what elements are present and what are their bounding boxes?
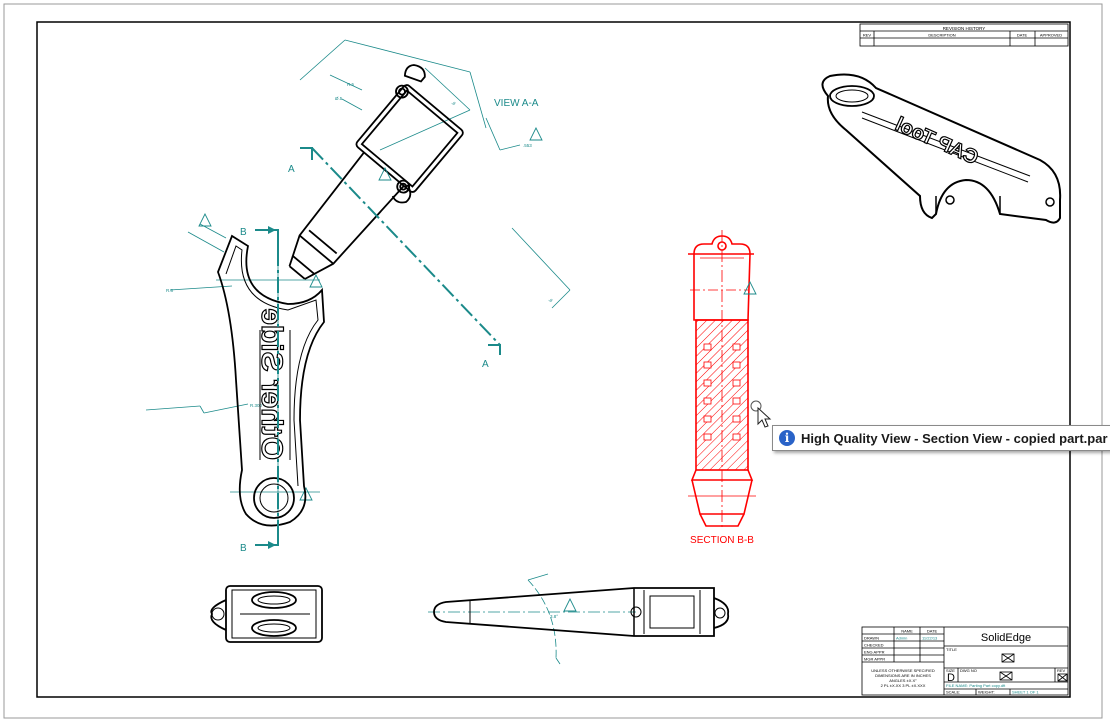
- tb-tolerance-4: 2 PL ±X.XX 3 PL ±X.XXX: [881, 683, 926, 688]
- tb-scale-label: SCALE:: [946, 690, 960, 695]
- tb-size-value: D: [947, 672, 955, 684]
- left-view[interactable]: R.8 R.300 Other Side B B: [145, 212, 325, 554]
- svg-text:3.8°: 3.8°: [550, 614, 558, 619]
- revision-history-table: [859, 23, 1069, 47]
- emboss-text-left: Other Side: [255, 308, 288, 460]
- tb-file-name: FILE NAME: Parting Part copy.dft: [946, 683, 1006, 688]
- view-a-a-label: VIEW A-A: [494, 98, 539, 109]
- tb-weight-label: WEIGHT:: [978, 690, 995, 695]
- svg-text:.553: .553: [523, 143, 532, 148]
- tb-drawn: DRAWN: [864, 636, 879, 641]
- cut-b-top-label: B: [240, 227, 247, 238]
- drawing-frame: [36, 21, 1071, 698]
- hover-tooltip: i High Quality View - Section View - cop…: [772, 425, 1110, 451]
- tb-name-header: NAME: [901, 629, 913, 634]
- bottom-long-view[interactable]: 3.8°: [428, 573, 730, 665]
- mouse-pointer-icon: [750, 400, 772, 428]
- svg-text:.8: .8: [547, 297, 553, 304]
- tb-tolerance-2: DIMENSIONS ARE IN INCHES: [875, 673, 931, 678]
- description-header: DESCRIPTION: [928, 33, 955, 38]
- tb-rev-label: REV: [1057, 668, 1066, 673]
- section-b-b-view[interactable]: SECTION B-B: [688, 230, 757, 546]
- cut-a-bottom-label: A: [482, 359, 489, 370]
- cut-b-bottom-label: B: [240, 543, 247, 554]
- cut-a-top-label: A: [288, 164, 295, 175]
- tb-eng-appr: ENG APPR: [864, 650, 885, 655]
- info-icon: i: [779, 430, 795, 446]
- tb-mgr-appr: MGR APPR: [864, 657, 885, 662]
- tb-checked: CHECKED: [864, 643, 884, 648]
- tb-sheet-label: SHEET 1 OF 1: [1012, 690, 1039, 695]
- view-a-a[interactable]: VIEW A-A R.5 Ø.5 .553 .8 .8: [261, 39, 571, 370]
- svg-text:.8: .8: [450, 100, 456, 107]
- approved-header: APPROVED: [1040, 33, 1062, 38]
- tb-title-label: TITLE: [946, 647, 957, 652]
- svg-text:R.300: R.300: [250, 403, 263, 408]
- rev-header: REV: [863, 33, 872, 38]
- tb-tolerance-1: UNLESS OTHERWISE SPECIFIED: [871, 668, 935, 673]
- svg-text:Ø.5: Ø.5: [335, 96, 343, 101]
- date-header: DATE: [1017, 33, 1028, 38]
- end-view[interactable]: [210, 585, 323, 643]
- tb-company-name: SolidEdge: [981, 632, 1031, 644]
- tb-date-header: DATE: [927, 629, 938, 634]
- tb-dwg-label: DWG NO: [960, 668, 977, 673]
- tooltip-text: High Quality View - Section View - copie…: [801, 430, 1108, 446]
- revision-history-title: REVISION HISTORY: [943, 26, 986, 31]
- tb-tolerance-3: ANGLES ±X.X°: [889, 678, 917, 683]
- tb-drawn-date: 11/22/13: [922, 636, 938, 641]
- svg-text:R.8: R.8: [166, 288, 174, 293]
- title-block: [861, 626, 1069, 696]
- section-b-b-label: SECTION B-B: [690, 535, 754, 546]
- tb-size-label: SIZE: [946, 668, 955, 673]
- svg-text:R.5: R.5: [347, 82, 355, 87]
- sheet-outer-border: [3, 3, 1103, 719]
- tb-drawn-name: Admin: [896, 636, 907, 641]
